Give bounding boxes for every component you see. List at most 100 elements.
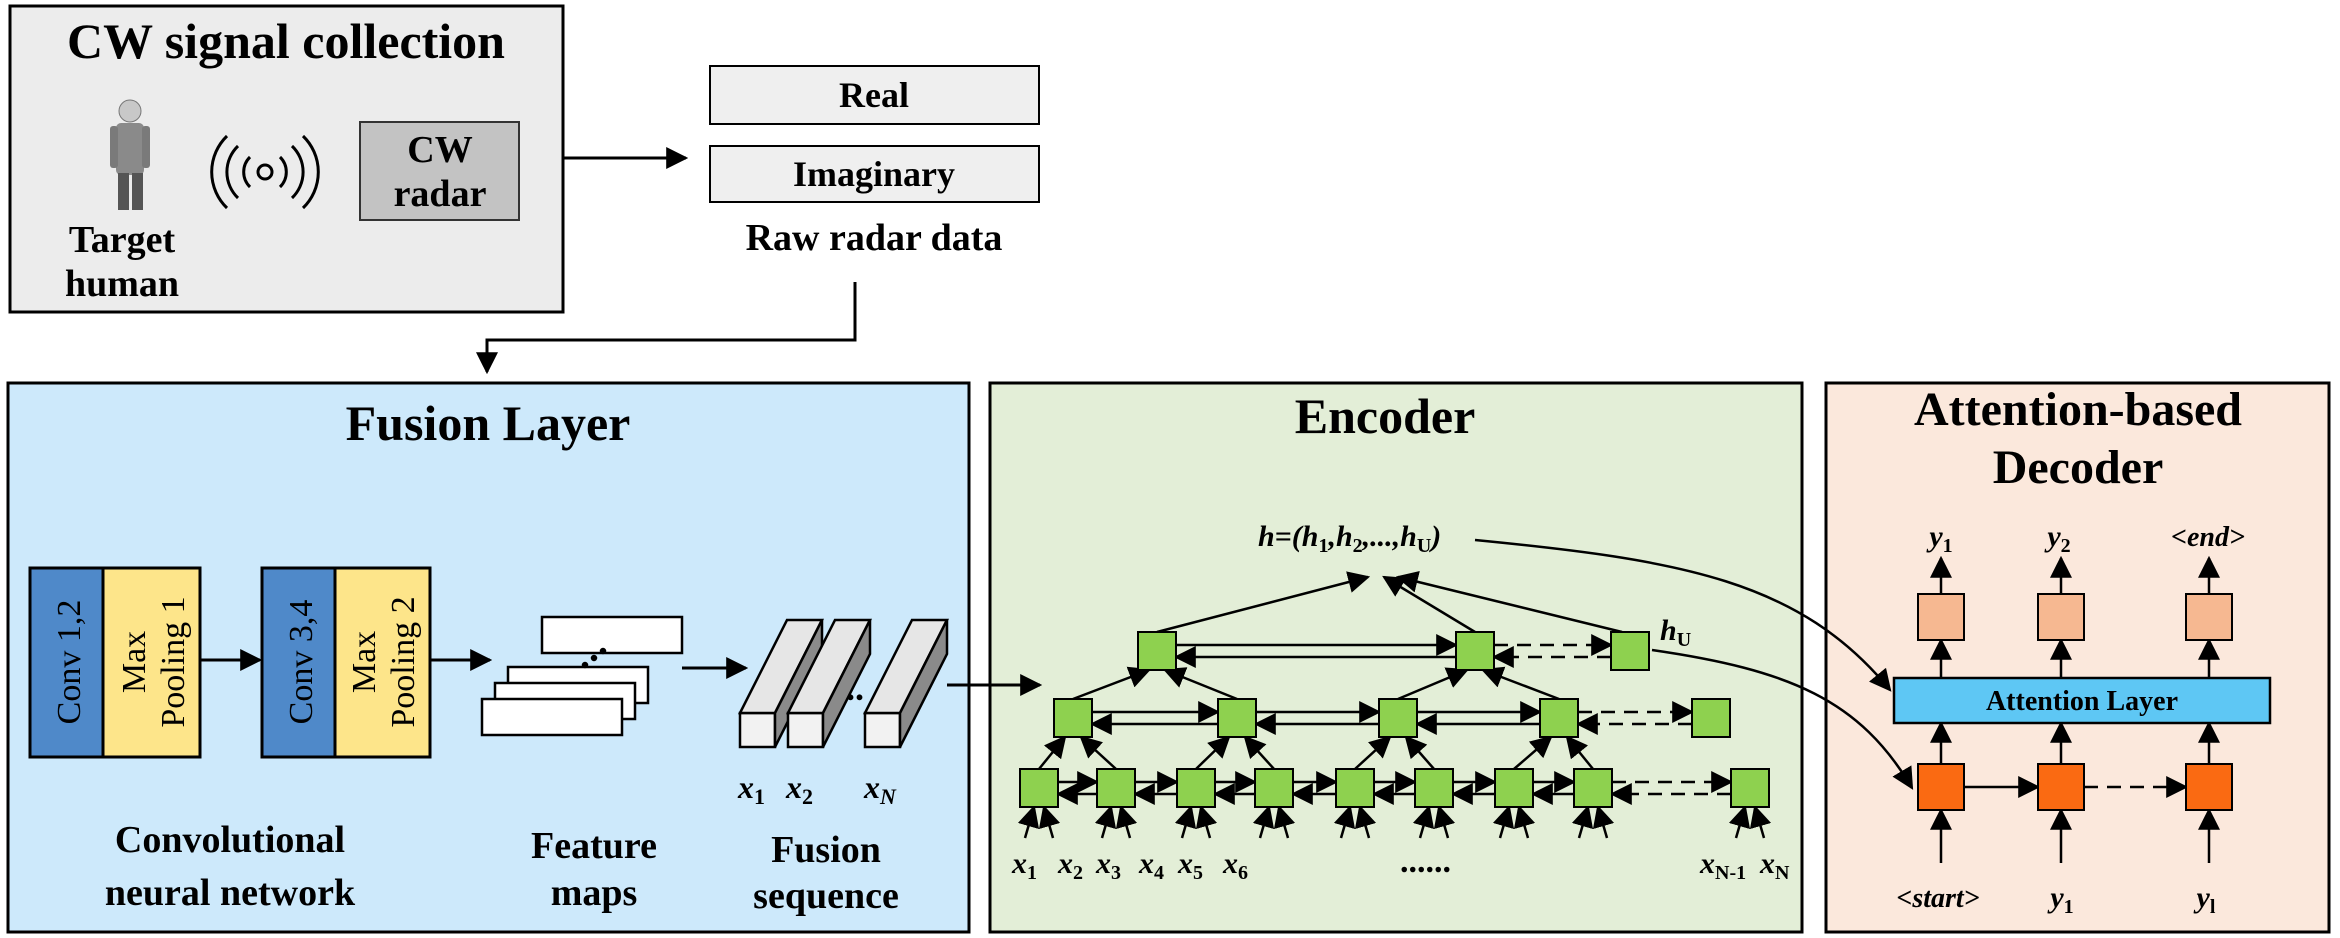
encoder-node-l2-0 [1053,698,1093,738]
input-arrow-a-0 [1017,804,1040,839]
encoder-node-l1-0 [1019,768,1059,808]
encoder-node-l1-6 [1494,768,1534,808]
encoder-node-l3-2 [1610,631,1650,671]
sequence-dots: .. [846,668,864,708]
encoder-node-l1-4 [1335,768,1375,808]
cw-radar-box [359,121,520,221]
input-arrow-b-6 [1513,804,1536,839]
sequence-caption-line2: sequence [753,875,899,917]
encoder-input-label-6: xN-1 [1699,847,1746,884]
pool2-label-line2: Pooling 2 [385,596,422,727]
decoder-title-line2: Decoder [1993,441,2164,494]
encoder-input-label-3: x4 [1138,847,1164,884]
input-arrow-a-8 [1728,804,1751,839]
prism-xN [862,618,950,749]
hU-label: hU [1660,614,1691,651]
target-label-line1: Target [69,219,176,261]
encoder-node-l2-1 [1217,698,1257,738]
encoder-node-l2-4 [1691,698,1731,738]
feature-maps-stack [480,615,684,737]
edge-l1-l2-4 [1354,735,1392,770]
edge-l1-l2-0 [1038,735,1067,770]
seq-label-xN: xN [863,769,897,809]
arrow-h-to-attention [1474,538,1892,692]
encoder-input-label-0: x1 [1011,847,1037,884]
cw-radar-label-line2: radar [394,173,487,215]
seq-label-x2: x2 [785,769,813,809]
raw-data-caption: Raw radar data [746,217,1003,259]
encoder-node-l2-2 [1378,698,1418,738]
hidden-states-label: h=(h1,h2,...,hU) [1258,520,1441,557]
decoder-output-end: <end> [2171,522,2245,553]
sequence-caption-line1: Fusion [771,829,881,871]
cw-radar-label-line1: CW [407,129,472,171]
arrow-hU-to-decoder [1651,648,1914,790]
real-label: Real [839,75,909,115]
input-arrow-b-2 [1195,804,1218,839]
input-arrow-a-3 [1252,804,1275,839]
input-arrow-b-5 [1433,804,1456,839]
prism-x2 [785,618,873,749]
encoder-network [1017,571,1772,839]
encoder-input-label-1: x2 [1057,847,1083,884]
decoder-output-node-1 [2037,593,2085,641]
feature-maps-caption-line2: maps [551,872,638,914]
input-arrow-a-6 [1492,804,1515,839]
collection-title: CW signal collection [67,13,505,69]
conv1-label: Conv 1,2 [51,600,88,725]
attention-layer-label: Attention Layer [1986,686,2178,717]
encoder-node-l1-5 [1414,768,1454,808]
input-arrow-a-4 [1333,804,1356,839]
cnn-caption-line2: neural network [105,872,356,914]
decoder-output-y2: y2 [2044,520,2070,557]
seq-label-x1: x1 [737,769,765,809]
decoder-state-node-0 [1917,763,1965,811]
encoder-title: Encoder [1295,388,1476,444]
edge-l2-l3-1 [1162,667,1238,701]
edge-l1-l2-3 [1243,735,1275,770]
edge-l2-l3-2 [1397,667,1470,701]
decoder-output-node-2 [2185,593,2233,641]
conv1-block [28,566,105,759]
conv2-block [260,566,337,759]
encoder-node-l1-7 [1573,768,1613,808]
input-arrow-a-2 [1174,804,1197,839]
input-arrow-a-1 [1094,804,1117,839]
encoder-node-l1-2 [1176,768,1216,808]
decoder-title-line1: Attention-based [1914,383,2242,436]
input-arrow-a-5 [1412,804,1435,839]
decoder-state-node-1 [2037,763,2085,811]
encoder-node-l3-1 [1455,631,1495,671]
target-label-line2: human [65,263,179,305]
encoder-input-label-7: xN [1759,847,1790,884]
conv2-label: Conv 3,4 [283,600,320,725]
input-arrow-b-4 [1354,804,1377,839]
cnn-caption-line1: Convolutional [115,819,345,861]
imaginary-label: Imaginary [793,154,955,194]
imaginary-box [709,145,1040,203]
real-box [709,65,1040,125]
input-arrow-b-3 [1273,804,1296,839]
fusion-title: Fusion Layer [346,395,631,451]
edge-l1-l2-1 [1079,735,1117,770]
encoder-node-l1-8 [1730,768,1770,808]
encoder-node-l1-3 [1254,768,1294,808]
pool1-block [101,566,202,759]
edge-l2-l3-0 [1072,666,1152,701]
decoder-box [1824,381,2331,934]
edge-l3-top-2 [1395,571,1623,634]
input-arrow-b-7 [1592,804,1615,839]
encoder-input-label-5: x6 [1222,847,1248,884]
decoder-input-start: <start> [1896,883,1979,914]
encoder-input-dots: ...... [1400,843,1451,880]
wireless-signal-icon [210,134,320,210]
edge-l1-l2-7 [1565,735,1594,770]
edge-l2-l3-3 [1480,666,1560,701]
encoder-input-label-2: x3 [1095,847,1121,884]
edge-l1-l2-6 [1513,735,1553,770]
raw-data-group: Real Imaginary Raw radar data [709,65,1040,259]
decoder-state-node-2 [2185,763,2233,811]
input-arrow-b-0 [1038,804,1061,839]
